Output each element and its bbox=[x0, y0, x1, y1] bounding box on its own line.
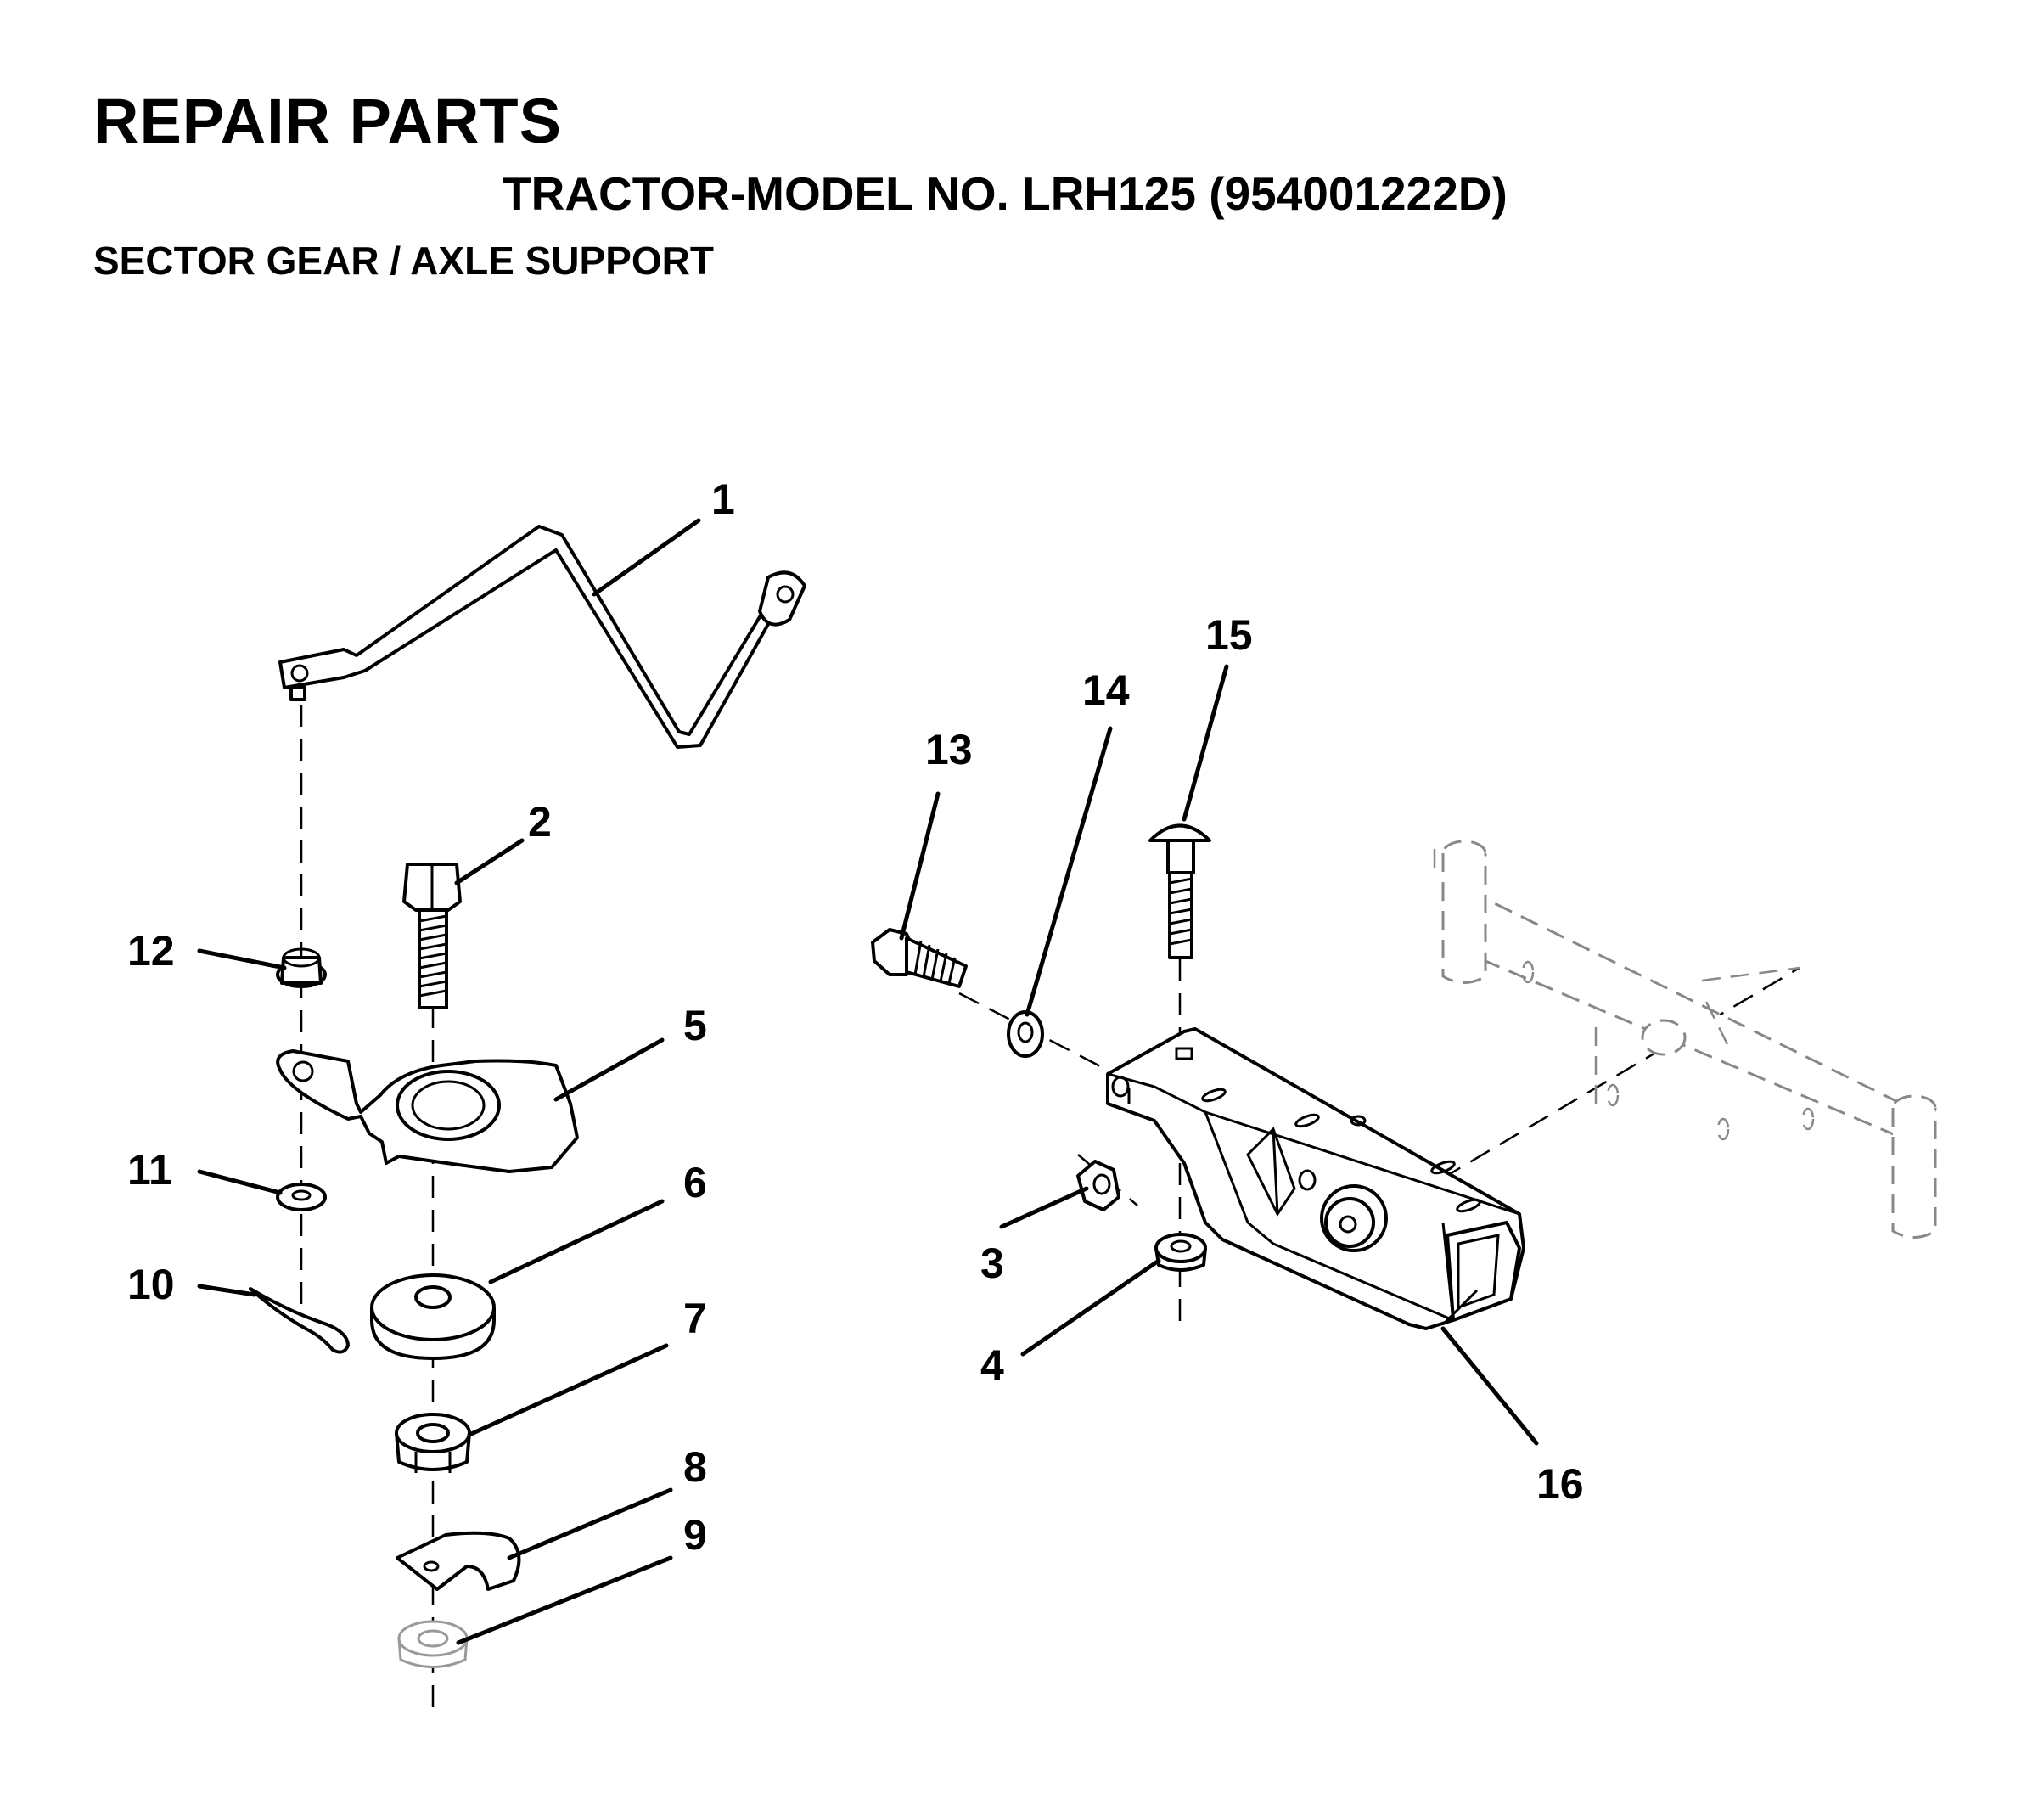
callout-13: 13 bbox=[925, 726, 973, 773]
callout-10: 10 bbox=[127, 1261, 175, 1308]
callout-16: 16 bbox=[1536, 1460, 1584, 1508]
model-number: TRACTOR-MODEL NO. LRH125 (954001222D) bbox=[503, 167, 1508, 220]
part-10-cotter-pin bbox=[249, 1287, 350, 1354]
callout-6: 6 bbox=[683, 1159, 707, 1206]
callout-4: 4 bbox=[980, 1341, 1004, 1389]
part-5-sector-gear bbox=[276, 1049, 579, 1173]
callout-11: 11 bbox=[127, 1146, 172, 1194]
callout-9: 9 bbox=[683, 1511, 707, 1559]
part-4-nut bbox=[1154, 1233, 1207, 1272]
callout-15: 15 bbox=[1205, 611, 1253, 659]
callout-7: 7 bbox=[683, 1295, 707, 1342]
callout-1: 1 bbox=[711, 475, 735, 523]
part-15-carriage-bolt bbox=[1148, 823, 1211, 959]
part-2-hex-bolt bbox=[402, 863, 462, 1009]
part-12-flange-nut bbox=[276, 947, 327, 988]
callout-8: 8 bbox=[683, 1443, 707, 1491]
part-1-drag-link bbox=[278, 525, 806, 749]
part-6-spacer bbox=[370, 1273, 496, 1360]
part-14-washer bbox=[1007, 1010, 1044, 1058]
part-16-axle-support bbox=[1106, 1027, 1525, 1330]
part-3-nut bbox=[1076, 1160, 1120, 1211]
callout-12: 12 bbox=[127, 927, 175, 975]
assembly-axis-lines bbox=[300, 705, 1800, 1715]
callout-3: 3 bbox=[980, 1239, 1004, 1287]
part-9-nut bbox=[397, 1620, 469, 1668]
callout-5: 5 bbox=[683, 1002, 707, 1049]
page-title: REPAIR PARTS bbox=[93, 86, 562, 156]
part-8-clamp bbox=[396, 1531, 521, 1591]
callout-labels: 1 2 3 4 5 6 7 8 9 10 11 12 13 14 15 16 bbox=[127, 475, 1584, 1559]
callout-2: 2 bbox=[528, 798, 552, 846]
section-title: SECTOR GEAR / AXLE SUPPORT bbox=[93, 239, 714, 283]
part-13-bolt bbox=[871, 928, 968, 988]
callout-14: 14 bbox=[1082, 666, 1130, 714]
phantom-front-axle bbox=[1433, 840, 1937, 1239]
part-7-hex-nut bbox=[395, 1413, 471, 1473]
part-11-washer bbox=[276, 1183, 327, 1211]
callout-leader-lines bbox=[197, 518, 1539, 1645]
